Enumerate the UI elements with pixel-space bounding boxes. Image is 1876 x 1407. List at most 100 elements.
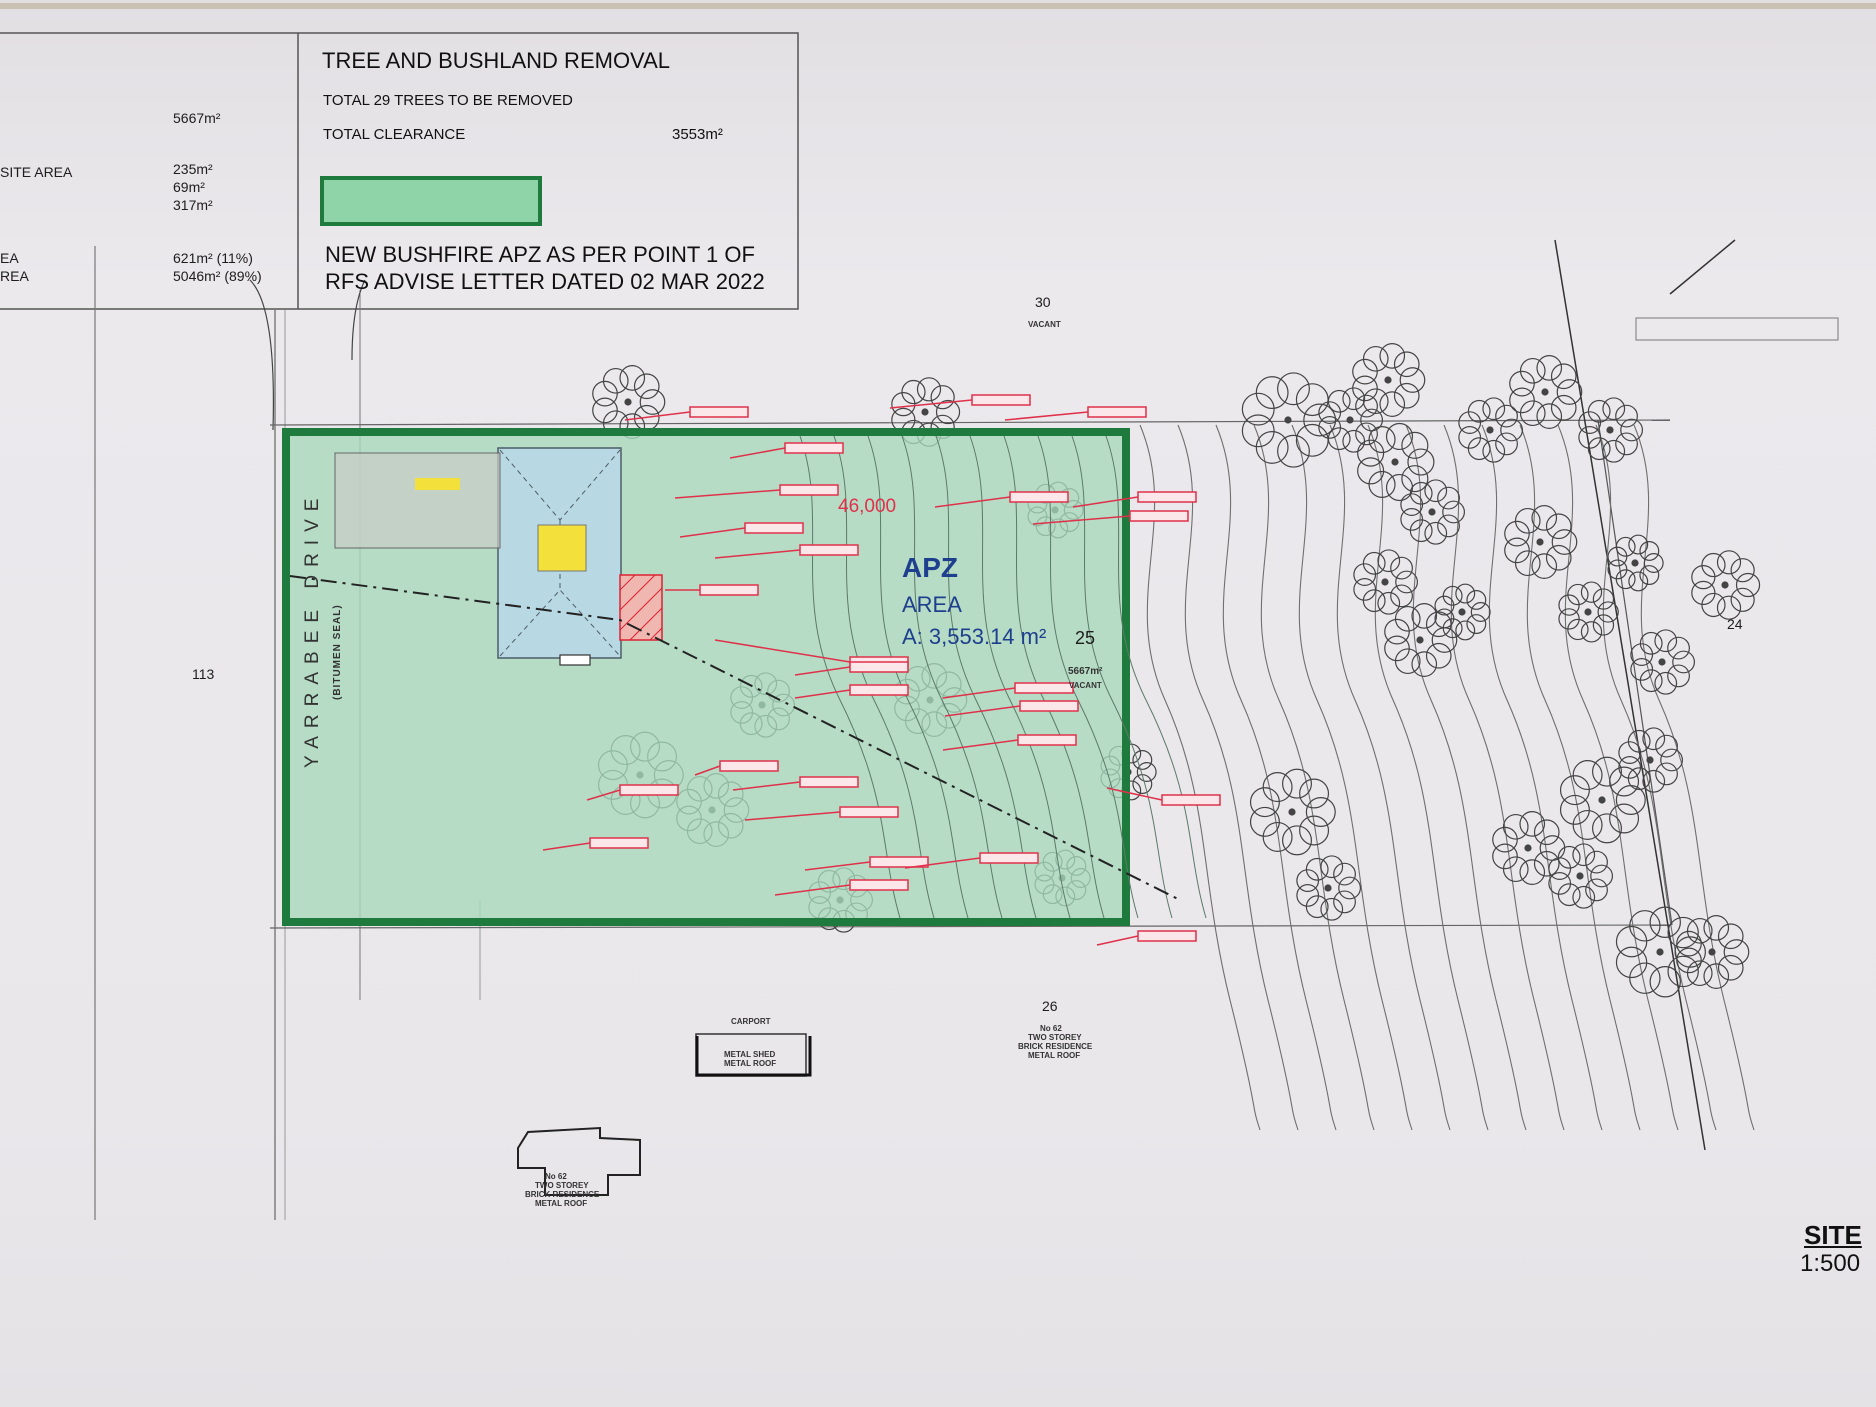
canopy-lobe: [1628, 571, 1649, 592]
canopy-lobe: [1559, 794, 1590, 825]
tag-label-box: [1009, 491, 1069, 503]
lot-24-number: 24: [1727, 616, 1743, 632]
tree-trunk: [1721, 581, 1729, 589]
tree-trunk: [1284, 416, 1292, 424]
removal-tag: [665, 584, 759, 596]
canopy-lobe: [633, 373, 660, 400]
removal-tag: [1004, 406, 1147, 421]
canopy-lobe: [1629, 962, 1661, 994]
canopy-lobe: [1615, 404, 1638, 428]
canopy-lobe: [1592, 756, 1623, 787]
tag-leader: [732, 781, 801, 791]
canopy-lobe: [1639, 541, 1660, 561]
canopy-lobe: [1400, 507, 1424, 531]
canopy-lobe: [1495, 432, 1518, 456]
removal-tag: [679, 522, 804, 538]
removal-tag: [1072, 491, 1197, 508]
canopy-lobe: [1282, 825, 1313, 856]
water-tank: [559, 654, 591, 666]
tree-canopy: [1458, 397, 1523, 463]
canopy-lobe: [1458, 425, 1482, 449]
tree-canopy: [1509, 355, 1583, 429]
table-value-69: 69m²: [173, 179, 205, 195]
canopy-lobe: [1536, 403, 1563, 429]
canopy-lobe: [1597, 601, 1619, 623]
tag-label-box: [619, 784, 679, 796]
tag-leader: [1096, 935, 1139, 946]
canopy-lobe: [1390, 556, 1413, 580]
canopy-lobe: [1357, 457, 1385, 485]
canopy-lobe: [1615, 536, 1636, 557]
apz-contour-lines: [799, 435, 1207, 919]
tag-leader: [542, 842, 591, 851]
canopy-lobe: [1627, 729, 1651, 753]
canopy-lobe: [619, 365, 646, 391]
lot-30-number: 30: [1035, 294, 1051, 310]
removal-tag: [624, 406, 749, 421]
house-outline: [517, 1126, 641, 1196]
tree-canopy: [1676, 915, 1750, 989]
canopy-lobe: [1519, 859, 1546, 885]
tag-label-box: [1019, 700, 1079, 712]
canopy-lobe: [1539, 835, 1566, 861]
apz-contour-line: [833, 435, 935, 919]
canopy-lobe: [1580, 621, 1603, 643]
canopy-lobe: [1352, 358, 1378, 385]
canopy-lobe: [935, 399, 961, 425]
canopy-lobe: [1318, 415, 1342, 439]
canopy-lobe: [1551, 529, 1578, 555]
canopy-lobe: [1355, 422, 1378, 446]
canopy-lobe: [1425, 611, 1452, 638]
canopy-lobe: [1390, 584, 1413, 608]
canopy-lobe: [1241, 414, 1275, 448]
canopy-lobe: [1411, 603, 1438, 629]
tag-label-box: [1017, 734, 1077, 746]
tree-trunk: [1324, 884, 1332, 892]
canopy-lobe: [1536, 355, 1563, 381]
apz-callout: 46,000: [838, 496, 897, 517]
tree-canopy: [592, 365, 666, 439]
tag-leader: [624, 411, 691, 421]
tree-trunk: [1536, 538, 1544, 546]
tag-leader: [729, 447, 786, 459]
canopy-lobe: [1550, 394, 1577, 421]
canopy-lobe: [1504, 537, 1530, 564]
canopy-lobe: [1342, 387, 1366, 411]
tree-trunk: [1486, 426, 1494, 434]
canopy-lobe: [1320, 897, 1344, 921]
canopy-lobe: [1327, 389, 1351, 413]
canopy-lobe: [1277, 434, 1310, 468]
canopy-lobe: [1609, 766, 1640, 797]
apz-contour-line: [969, 435, 1071, 919]
canopy-lobe: [1567, 583, 1589, 606]
canopy-lobe: [1519, 811, 1546, 837]
canopy-lobe: [1357, 439, 1385, 467]
canopy-lobe: [1717, 923, 1744, 950]
table-value-5046: 5046m² (89%): [173, 268, 262, 284]
canopy-lobe: [1249, 787, 1280, 818]
tree-trunk: [1606, 426, 1614, 434]
canopy-lobe: [1618, 755, 1642, 779]
canopy-lobe: [1691, 564, 1716, 590]
canopy-lobe: [1629, 910, 1661, 942]
table-site-area-label: SITE AREA: [0, 164, 73, 180]
tree-canopy: [1618, 727, 1683, 793]
lot-113-number: 113: [192, 666, 215, 682]
lot-boundary: [1554, 239, 1706, 1151]
canopy-lobe: [592, 397, 618, 424]
canopy-lobe: [1592, 588, 1615, 610]
canopy-lobe: [1385, 422, 1414, 451]
canopy-lobe: [1295, 423, 1329, 457]
tag-leader: [744, 811, 841, 821]
contour-lines: [1139, 424, 1755, 1131]
road-name: YARRABEE DRIVE: [302, 490, 323, 768]
table-value-235: 235m²: [173, 161, 213, 177]
tree-canopy: [1630, 629, 1695, 695]
tree-trunk: [1416, 636, 1424, 644]
clearance-label: TOTAL CLEARANCE: [323, 126, 466, 143]
tree-canopy: [1504, 505, 1578, 579]
canopy-lobe: [1299, 815, 1330, 846]
removal-tag: [1106, 787, 1221, 806]
canopy-lobe: [1495, 404, 1518, 428]
tag-leader: [679, 527, 746, 538]
